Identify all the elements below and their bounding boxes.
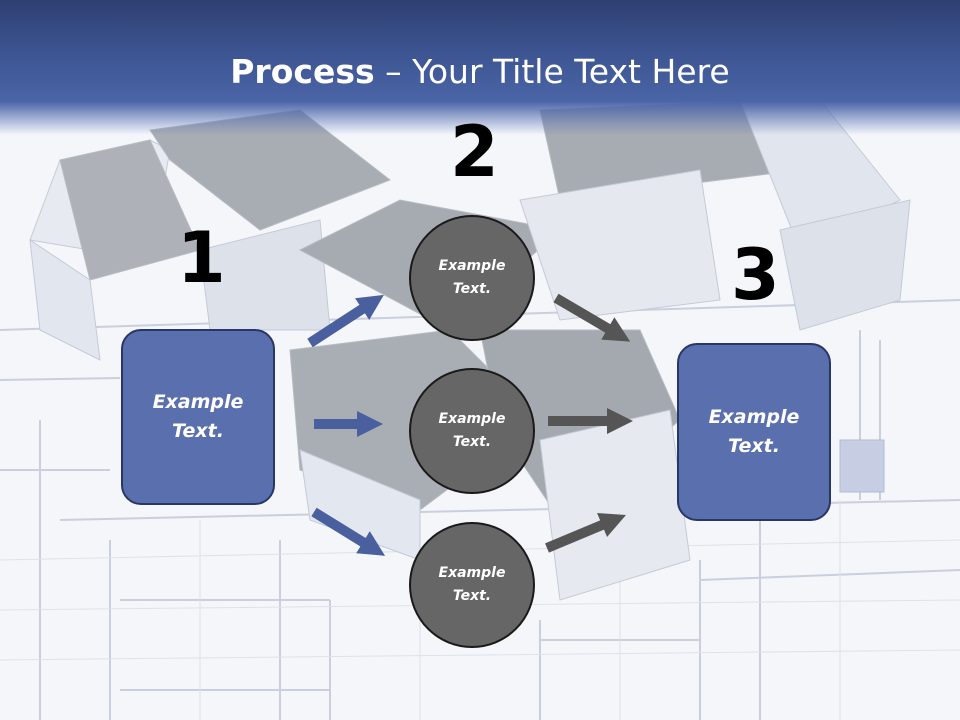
title-separator: –	[374, 52, 413, 91]
step-number-3: 3	[731, 234, 780, 316]
arrow-circle-top-to-box3	[553, 293, 631, 342]
step-number-2: 2	[450, 111, 499, 193]
title-bar	[0, 0, 960, 135]
step-3-text: Example Text.	[708, 406, 800, 457]
step-2-circle-bottom: Example Text.	[409, 522, 535, 648]
arrow-box1-to-circle-bottom	[311, 507, 386, 556]
title-rest: Your Title Text Here	[412, 52, 730, 91]
slide-title: Process – Your Title Text Here	[0, 52, 960, 91]
arrow-box1-to-circle-top	[307, 294, 384, 348]
step-1-text: Example Text.	[152, 391, 244, 442]
circle-bottom-text: Example Text.	[438, 565, 506, 604]
step-2-circle-middle: Example Text.	[409, 368, 535, 494]
title-bold-part: Process	[230, 52, 375, 91]
step-1-box: Example Text.	[121, 329, 275, 505]
arrow-circle-bottom-to-box3	[545, 513, 626, 553]
circle-top-text: Example Text.	[438, 258, 506, 297]
step-3-box: Example Text.	[677, 343, 831, 521]
step-2-circle-top: Example Text.	[409, 215, 535, 341]
circle-middle-text: Example Text.	[438, 411, 506, 450]
step-number-1: 1	[177, 217, 226, 299]
